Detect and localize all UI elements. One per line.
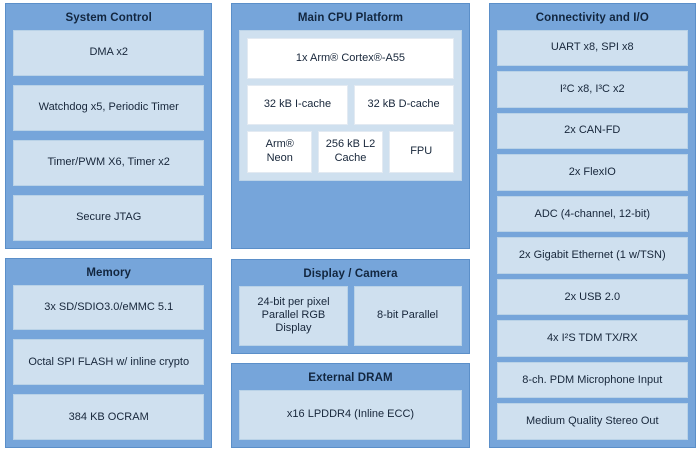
panel-title-memory: Memory <box>86 267 132 279</box>
block-d-cache[interactable]: 32 kB D-cache <box>353 84 454 125</box>
block-i-cache[interactable]: 32 kB I-cache <box>247 84 348 125</box>
block-parallel-rgb-display[interactable]: 24-bit per pixel Parallel RGB Display <box>239 285 348 346</box>
block-sd-sdio-emmc[interactable]: 3x SD/SDIO3.0/eMMC 5.1 <box>13 284 205 331</box>
block-cpu-core[interactable]: 1x Arm® Cortex®-A55 <box>247 37 454 79</box>
block-i2c-i3c[interactable]: I²C x8, I³C x2 <box>496 71 688 108</box>
block-secure-jtag[interactable]: Secure JTAG <box>13 194 205 242</box>
block-timer-pwm[interactable]: Timer/PWM X6, Timer x2 <box>13 139 205 186</box>
panel-connectivity-io: Connectivity and I/O UART x8, SPI x8 I²C… <box>488 3 696 448</box>
block-pdm-microphone-input[interactable]: 8-ch. PDM Microphone Input <box>496 361 688 399</box>
memory-block-list: 3x SD/SDIO3.0/eMMC 5.1 Octal SPI FLASH w… <box>13 284 205 440</box>
block-octal-spi-flash[interactable]: Octal SPI FLASH w/ inline crypto <box>13 339 205 386</box>
connectivity-block-list: UART x8, SPI x8 I²C x8, I³C x2 2x CAN-FD… <box>496 29 688 440</box>
block-arm-neon[interactable]: Arm® Neon <box>247 130 313 173</box>
panel-memory: Memory 3x SD/SDIO3.0/eMMC 5.1 Octal SPI … <box>5 258 213 448</box>
block-l2-cache[interactable]: 256 kB L2 Cache <box>318 130 383 173</box>
block-lpddr4[interactable]: x16 LPDDR4 (Inline ECC) <box>239 389 462 440</box>
block-can-fd[interactable]: 2x CAN-FD <box>496 112 688 150</box>
cpu-cache-row: 32 kB I-cache 32 kB D-cache <box>247 84 454 125</box>
block-fpu[interactable]: FPU <box>388 130 454 173</box>
system-control-block-list: DMA x2 Watchdog x5, Periodic Timer Timer… <box>13 29 205 242</box>
block-i2s-tdm[interactable]: 4x I²S TDM TX/RX <box>496 320 688 357</box>
block-dma[interactable]: DMA x2 <box>13 29 205 76</box>
block-watchdog-periodic-timer[interactable]: Watchdog x5, Periodic Timer <box>13 84 205 131</box>
right-column: Connectivity and I/O UART x8, SPI x8 I²C… <box>488 3 696 448</box>
panel-external-dram: External DRAM x16 LPDDR4 (Inline ECC) <box>231 363 470 448</box>
panel-title-external-dram: External DRAM <box>308 372 393 384</box>
display-camera-block-list: 24-bit per pixel Parallel RGB Display 8-… <box>239 285 462 346</box>
panel-system-control: System Control DMA x2 Watchdog x5, Perio… <box>5 3 213 249</box>
left-column: System Control DMA x2 Watchdog x5, Perio… <box>5 3 213 448</box>
block-adc[interactable]: ADC (4-channel, 12-bit) <box>496 195 688 233</box>
middle-column: Main CPU Platform 1x Arm® Cortex®-A55 32… <box>231 3 470 448</box>
cpu-units-row: Arm® Neon 256 kB L2 Cache FPU <box>247 130 454 173</box>
cpu-inner-container: 1x Arm® Cortex®-A55 32 kB I-cache 32 kB … <box>239 29 462 181</box>
block-stereo-out[interactable]: Medium Quality Stereo Out <box>496 403 688 440</box>
block-8bit-parallel[interactable]: 8-bit Parallel <box>353 285 462 346</box>
panel-display-camera: Display / Camera 24-bit per pixel Parall… <box>231 259 470 354</box>
block-ocram[interactable]: 384 KB OCRAM <box>13 394 205 440</box>
block-flexio[interactable]: 2x FlexIO <box>496 154 688 191</box>
block-gigabit-ethernet[interactable]: 2x Gigabit Ethernet (1 w/TSN) <box>496 237 688 274</box>
panel-title-main-cpu: Main CPU Platform <box>297 12 404 24</box>
block-uart-spi[interactable]: UART x8, SPI x8 <box>496 29 688 67</box>
block-usb[interactable]: 2x USB 2.0 <box>496 278 688 316</box>
panel-title-connectivity-io: Connectivity and I/O <box>535 12 649 24</box>
panel-title-display-camera: Display / Camera <box>303 268 398 280</box>
panel-title-system-control: System Control <box>65 12 152 24</box>
panel-main-cpu-platform: Main CPU Platform 1x Arm® Cortex®-A55 32… <box>231 3 470 249</box>
